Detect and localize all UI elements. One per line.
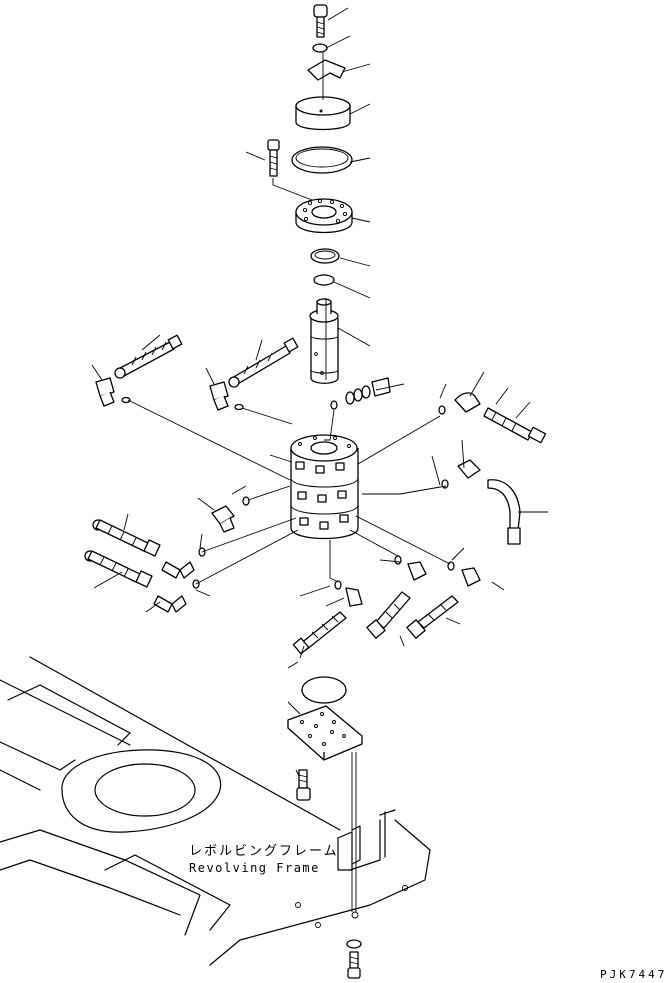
leader-lines <box>91 7 548 779</box>
elbow-lower-center <box>334 580 363 607</box>
drawing-code: PJK7447 <box>600 968 667 981</box>
hose-upper-left-1 <box>114 334 183 379</box>
rotary-flange <box>295 198 353 234</box>
washer-small <box>312 43 328 53</box>
lower-mount-parts <box>287 676 363 979</box>
o-ring <box>313 274 335 286</box>
hose-lower-right-2 <box>406 595 459 639</box>
hose-lower-left-1 <box>92 519 161 557</box>
swivel-shaft <box>309 298 339 384</box>
nipples-upper-right <box>345 377 391 405</box>
frame-label-jp: レボルビングフレーム <box>189 844 339 859</box>
hose-lower-left-2 <box>84 550 153 588</box>
hose-upper-mid <box>228 337 299 388</box>
frame-label-en: Revolving Frame <box>189 861 320 875</box>
elbow-upper-left <box>95 377 115 407</box>
elbow-upper-mid <box>209 381 229 411</box>
revolving-frame <box>0 656 431 966</box>
mount-bolt-upper <box>296 769 311 801</box>
swivel-joint-body <box>290 434 359 540</box>
elbow-lower-right <box>447 561 481 587</box>
elbow-lower-left-2 <box>153 579 200 613</box>
mounting-plate <box>287 705 363 761</box>
upper-stack <box>267 4 353 384</box>
hose-mid-right <box>441 459 521 545</box>
cover-disk <box>295 96 351 131</box>
hose-lower-center <box>292 611 347 655</box>
elbow-lower-left-1 <box>161 547 206 579</box>
retaining-ring <box>291 146 353 174</box>
lock-plate <box>307 59 346 81</box>
assembly-lines <box>127 52 451 912</box>
hose-upper-right <box>438 392 547 444</box>
elbow-lower-mid <box>394 555 427 581</box>
elbow-mid-left <box>211 496 250 533</box>
gasket-disc <box>301 676 347 704</box>
hoses-and-fittings <box>84 334 547 655</box>
mount-bolt-lower <box>346 939 362 979</box>
flange-bolt <box>267 139 280 177</box>
seal-ring <box>310 248 340 264</box>
hose-lower-right-1 <box>366 591 411 639</box>
top-bolt <box>313 4 328 38</box>
